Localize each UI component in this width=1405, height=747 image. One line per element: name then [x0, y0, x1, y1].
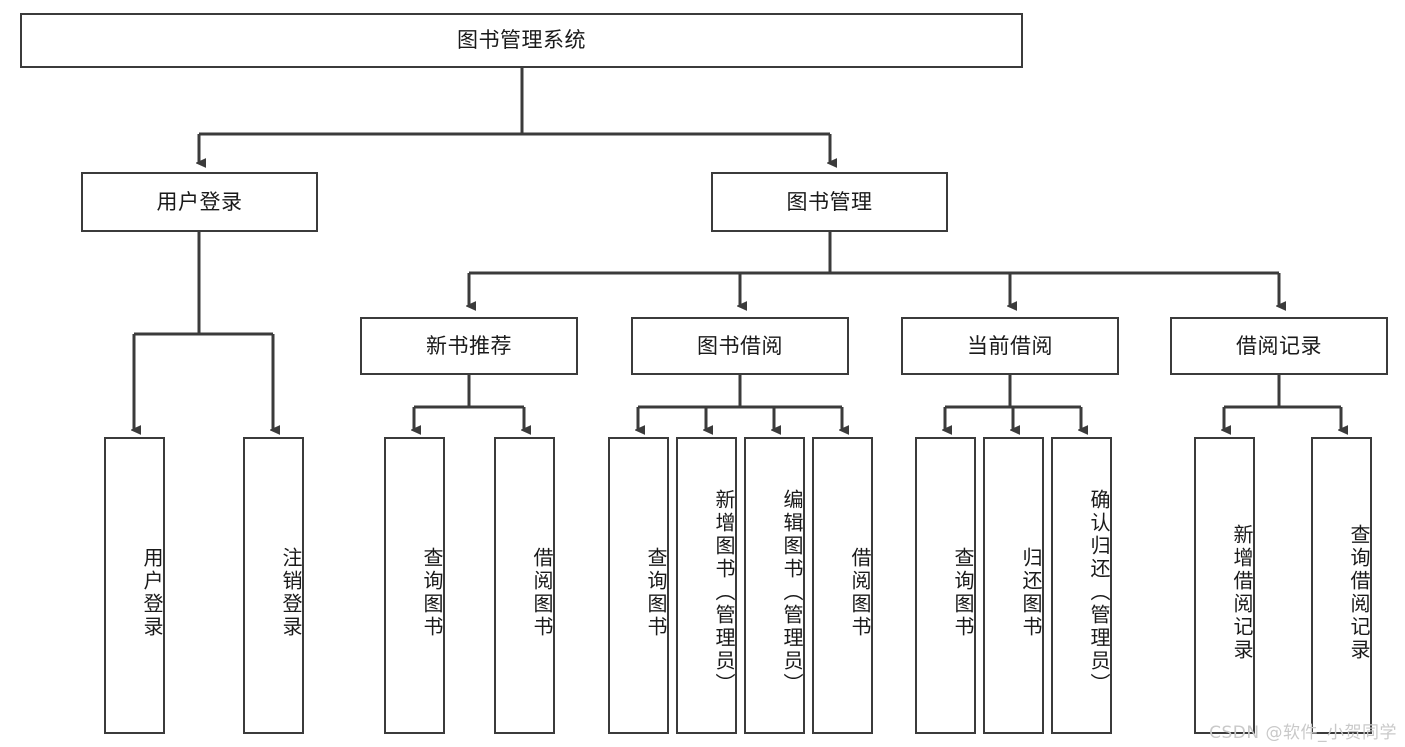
node-label: 查询图书: [644, 546, 668, 639]
node-label: 用户登录: [140, 546, 164, 639]
leaf-query-book-current[interactable]: 查询图书: [915, 437, 976, 734]
node-root-book-management-system[interactable]: 图书管理系统: [20, 13, 1023, 68]
leaf-query-book-recommend[interactable]: 查询图书: [384, 437, 445, 734]
leaf-add-borrow-record[interactable]: 新增借阅记录: [1194, 437, 1255, 734]
node-borrow-record[interactable]: 借阅记录: [1170, 317, 1388, 375]
node-label: 确认归还（管理员）: [1087, 489, 1111, 696]
node-new-book-recommend[interactable]: 新书推荐: [360, 317, 578, 375]
node-label: 图书管理系统: [457, 28, 586, 53]
node-label: 注销登录: [279, 546, 303, 639]
node-label: 查询图书: [951, 546, 975, 639]
node-current-borrow[interactable]: 当前借阅: [901, 317, 1119, 375]
leaf-query-book-borrow[interactable]: 查询图书: [608, 437, 669, 734]
node-label: 图书借阅: [697, 333, 783, 358]
node-label: 新增借阅记录: [1230, 523, 1254, 662]
leaf-edit-book-admin[interactable]: 编辑图书（管理员）: [744, 437, 805, 734]
leaf-borrow-book-recommend[interactable]: 借阅图书: [494, 437, 555, 734]
node-label: 图书管理: [786, 189, 873, 214]
node-label: 新书推荐: [426, 333, 512, 358]
leaf-logout[interactable]: 注销登录: [243, 437, 304, 734]
leaf-user-login[interactable]: 用户登录: [104, 437, 165, 734]
node-label: 借阅图书: [530, 546, 554, 639]
leaf-confirm-return-admin[interactable]: 确认归还（管理员）: [1051, 437, 1112, 734]
node-label: 归还图书: [1019, 546, 1043, 639]
node-book-borrow[interactable]: 图书借阅: [631, 317, 849, 375]
leaf-return-book[interactable]: 归还图书: [983, 437, 1044, 734]
node-user-login[interactable]: 用户登录: [81, 172, 318, 232]
node-book-management[interactable]: 图书管理: [711, 172, 948, 232]
node-label: 查询借阅记录: [1347, 523, 1371, 662]
node-label: 新增图书（管理员）: [712, 489, 736, 696]
leaf-borrow-book[interactable]: 借阅图书: [812, 437, 873, 734]
node-label: 借阅记录: [1236, 333, 1322, 358]
node-label: 用户登录: [156, 189, 243, 214]
node-label: 编辑图书（管理员）: [780, 489, 804, 696]
node-label: 借阅图书: [848, 546, 872, 639]
node-label: 当前借阅: [967, 333, 1053, 358]
leaf-query-borrow-record[interactable]: 查询借阅记录: [1311, 437, 1372, 734]
leaf-add-book-admin[interactable]: 新增图书（管理员）: [676, 437, 737, 734]
node-label: 查询图书: [420, 546, 444, 639]
